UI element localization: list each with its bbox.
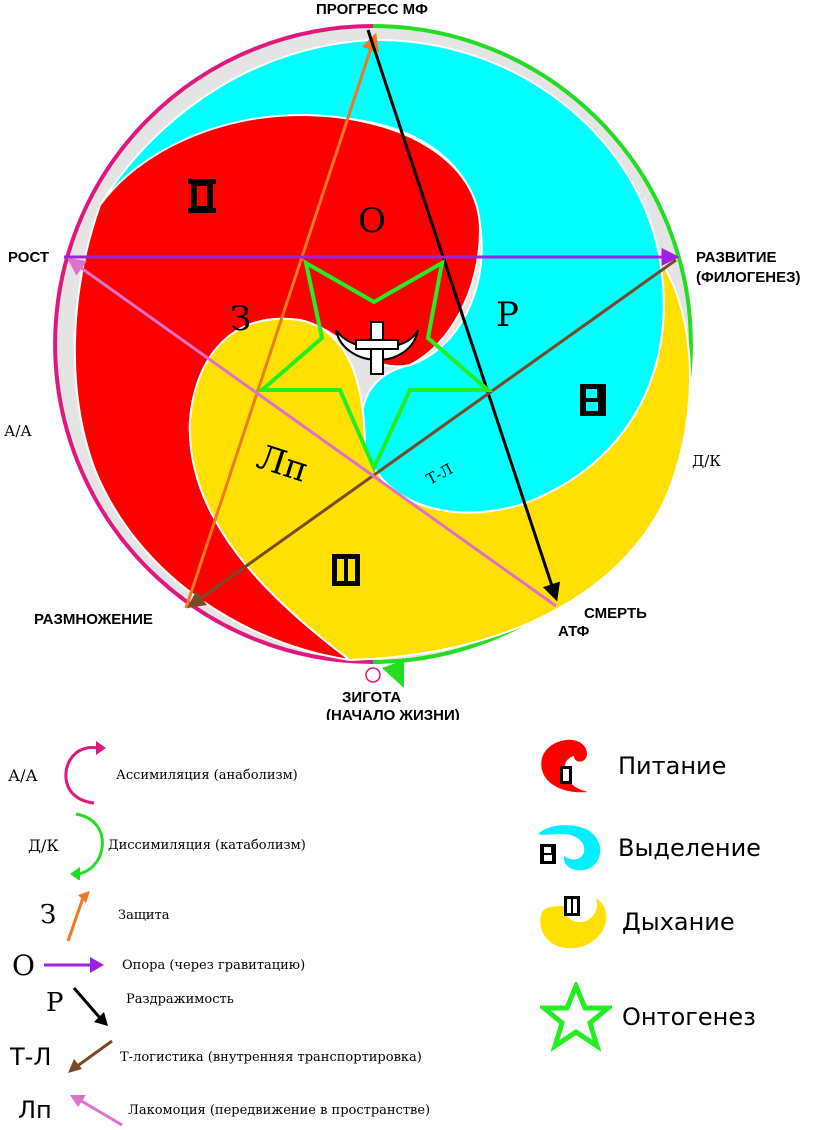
locomotion-text: Лакомоция (передвижение в пространстве)	[128, 1103, 430, 1118]
zygote-label: ЗИГОТА	[342, 689, 401, 706]
dk-symbol: Д/К	[28, 836, 68, 855]
reproduction-label: РАЗМНОЖЕНИЕ	[34, 611, 153, 628]
death-label: СМЕРТЬ	[584, 605, 647, 622]
support-text: Опора (через гравитацию)	[122, 958, 305, 973]
nutrition-swirl-icon	[536, 736, 596, 796]
letter-o: О	[358, 201, 386, 241]
protection-text: Защита	[118, 908, 170, 923]
z-symbol: З	[40, 900, 64, 930]
t-logistics-text: Т-логистика (внутренняя транспортировка)	[120, 1050, 422, 1065]
nutrition-text: Питание	[618, 752, 726, 780]
excretion-glyph-icon	[580, 384, 606, 416]
o-symbol: О	[12, 949, 42, 982]
growth-label: РОСТ	[8, 249, 49, 266]
legend-item-excretion: Выделение	[532, 818, 822, 878]
progress-label: ПРОГРЕСС МФ	[316, 1, 428, 18]
legend-item-t-logistics: Т-Л Т-логистика (внутренняя транспортиро…	[10, 1032, 490, 1082]
dissimilation-arc-icon	[68, 810, 108, 880]
letter-z: З	[230, 299, 251, 339]
dk-label: Д/К	[692, 452, 721, 470]
legend: А/А Ассимиляция (анаболизм) Д/К Защита Д…	[0, 720, 828, 1128]
legend-item-protection: З Защита	[40, 885, 440, 945]
legend-item-assimilation: А/А Ассимиляция (анаболизм)	[8, 740, 408, 810]
legend-item-support: О Опора (через гравитацию)	[12, 950, 432, 980]
excretion-swirl-icon	[532, 820, 608, 876]
ontogenesis-text: Онтогенез	[622, 1003, 756, 1031]
life-start-label: (НАЧАЛО ЖИЗНИ)	[326, 707, 460, 720]
irritability-text: Раздражимость	[126, 992, 234, 1007]
legend-item-respiration: Дыхание	[536, 892, 826, 952]
assimilation-text: Ассимиляция (анаболизм)	[116, 768, 298, 783]
legend-item-dissimilation: Д/К Защита Диссимиляция (катаболизм)	[28, 810, 428, 880]
respiration-glyph-icon	[332, 554, 360, 586]
r-symbol: Р	[46, 988, 72, 1018]
phylogenesis-label: (ФИЛОГЕНЕЗ)	[696, 269, 801, 286]
locomotion-arrow-icon	[66, 1091, 126, 1129]
ln-symbol: Лп	[18, 1096, 66, 1124]
excretion-text: Выделение	[618, 834, 761, 862]
zygote-marker	[366, 668, 380, 682]
letter-r: Р	[496, 295, 519, 335]
aa-symbol: А/А	[8, 766, 58, 785]
legend-item-nutrition: Питание	[536, 736, 816, 796]
legend-item-locomotion: Лп Лакомоция (передвижение в пространств…	[18, 1090, 498, 1130]
irritability-arrow-icon	[72, 984, 112, 1030]
dissimilation-arrowhead	[382, 660, 404, 688]
ontogenesis-star-icon	[540, 982, 612, 1052]
nutrition-glyph-icon	[188, 179, 216, 213]
organism-diagram: О З Р Лп Т-Л ПРОГРЕСС МФ РОСТ РАЗВИТИЕ (…	[0, 0, 828, 720]
protection-arrow-icon	[64, 885, 94, 945]
dissimilation-text-visible: Диссимиляция (катаболизм)	[108, 838, 306, 853]
legend-item-ontogenesis: Онтогенез	[540, 982, 828, 1052]
atf-label: АТФ	[558, 623, 590, 640]
t-logistics-arrow-icon	[64, 1037, 116, 1077]
development-label: РАЗВИТИЕ	[696, 249, 776, 266]
tl-symbol: Т-Л	[10, 1043, 64, 1071]
assimilation-arc-icon	[58, 740, 108, 810]
respiration-swirl-icon	[536, 892, 612, 952]
legend-item-irritability: Р Раздражимость	[46, 982, 446, 1032]
support-arrow-icon	[42, 955, 106, 975]
aa-label: А/А	[4, 422, 32, 440]
respiration-text: Дыхание	[622, 908, 735, 936]
